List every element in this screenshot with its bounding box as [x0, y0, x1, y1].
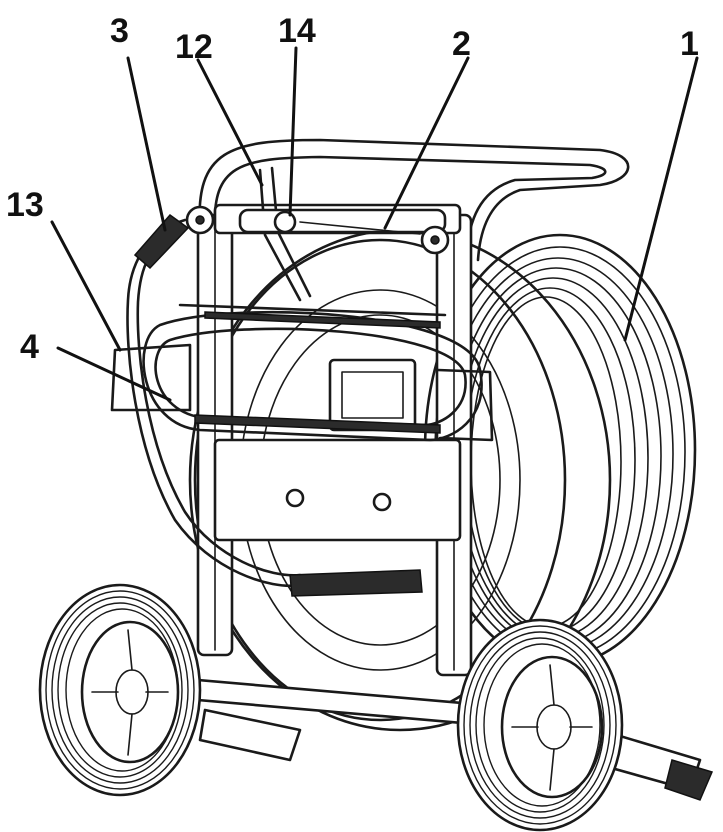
leader-1	[623, 56, 699, 342]
callout-12: 12	[175, 28, 213, 66]
leader-lines	[50, 46, 699, 402]
leader-12	[196, 58, 264, 187]
callout-4: 4	[20, 328, 39, 366]
right-wheel	[456, 618, 624, 832]
leader-14	[288, 46, 298, 217]
control-box	[328, 358, 417, 432]
callout-3: 3	[110, 12, 129, 50]
callout-1: 1	[680, 25, 699, 63]
callout-2: 2	[452, 25, 471, 63]
hose-strain-relief	[126, 213, 423, 597]
callout-14: 14	[278, 12, 316, 50]
callout-labels: 1 2 3 4 12 13 14	[6, 12, 699, 366]
leader-3	[126, 56, 167, 232]
left-wheel	[38, 583, 202, 797]
cable-guide-loop	[110, 303, 494, 442]
leader-4	[56, 346, 172, 402]
leader-13	[50, 220, 122, 352]
leader-2	[383, 56, 470, 230]
callout-13: 13	[6, 186, 44, 224]
